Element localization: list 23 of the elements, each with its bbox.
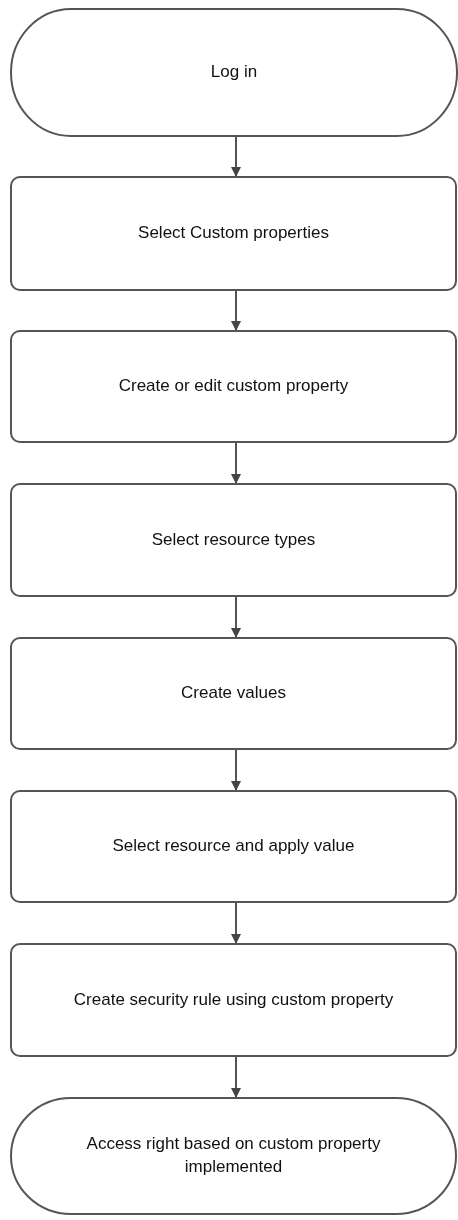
process-box — [10, 483, 457, 597]
process-box — [10, 637, 457, 750]
step-label: Log in — [210, 61, 258, 84]
step-label: Create values — [181, 682, 286, 705]
step-label: Create or edit custom property — [118, 375, 349, 398]
step-label: Create security rule using custom property — [73, 988, 394, 1011]
step-label: Select resource types — [151, 528, 316, 551]
arrow — [231, 290, 241, 331]
arrow — [231, 902, 241, 944]
arrow — [231, 596, 241, 638]
arrow — [231, 749, 241, 791]
step-label: Access right based on custom property implemented — [85, 1133, 382, 1178]
terminal-shape — [10, 8, 458, 137]
process-box — [10, 330, 457, 443]
arrow — [231, 1056, 241, 1098]
arrow — [231, 136, 241, 177]
step-label: Select Custom properties — [138, 222, 329, 245]
step-label: Select resource and apply value — [112, 835, 355, 858]
process-box — [10, 176, 457, 291]
arrow — [231, 442, 241, 484]
terminal-shape — [10, 1097, 457, 1215]
process-box — [10, 943, 457, 1057]
process-box — [10, 790, 457, 903]
